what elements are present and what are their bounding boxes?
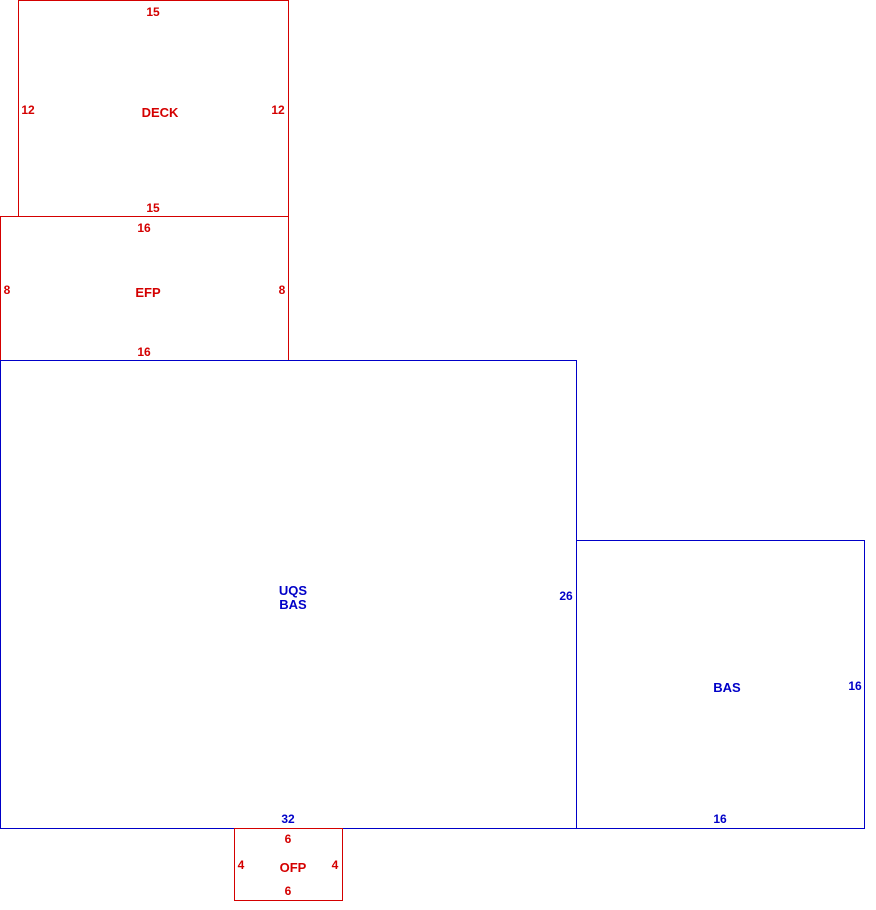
main-section: UQS BAS 26 32 [0,360,577,829]
bas-bottom-dimension: 16 [713,812,727,826]
ofp-left-dimension: 4 [238,858,245,872]
deck-top-dimension: 15 [146,5,160,19]
deck-section: DECK 15 15 12 12 [18,0,289,217]
ofp-bottom-dimension: 6 [285,884,292,898]
main-label-uqs: UQS [279,583,308,598]
bas-label: BAS [713,680,741,695]
deck-label: DECK [142,105,179,120]
bas-outline [576,540,865,829]
main-label-bas: BAS [279,597,307,612]
ofp-section: OFP 6 6 4 4 [234,828,343,901]
bas-right-dimension: 16 [848,679,862,693]
bas-section: BAS 16 16 [576,540,865,829]
deck-right-dimension: 12 [271,103,285,117]
deck-bottom-dimension: 15 [146,201,160,215]
ofp-top-dimension: 6 [285,832,292,846]
main-right-dimension: 26 [559,589,573,603]
ofp-label: OFP [280,860,307,875]
efp-left-dimension: 8 [4,283,11,297]
efp-label: EFP [135,285,161,300]
efp-section: EFP 16 16 8 8 [0,216,289,361]
efp-right-dimension: 8 [279,283,286,297]
ofp-outline [234,828,343,901]
main-bottom-dimension: 32 [281,812,295,826]
ofp-right-dimension: 4 [332,858,339,872]
deck-left-dimension: 12 [21,103,35,117]
efp-bottom-dimension: 16 [137,345,151,359]
efp-top-dimension: 16 [137,221,151,235]
